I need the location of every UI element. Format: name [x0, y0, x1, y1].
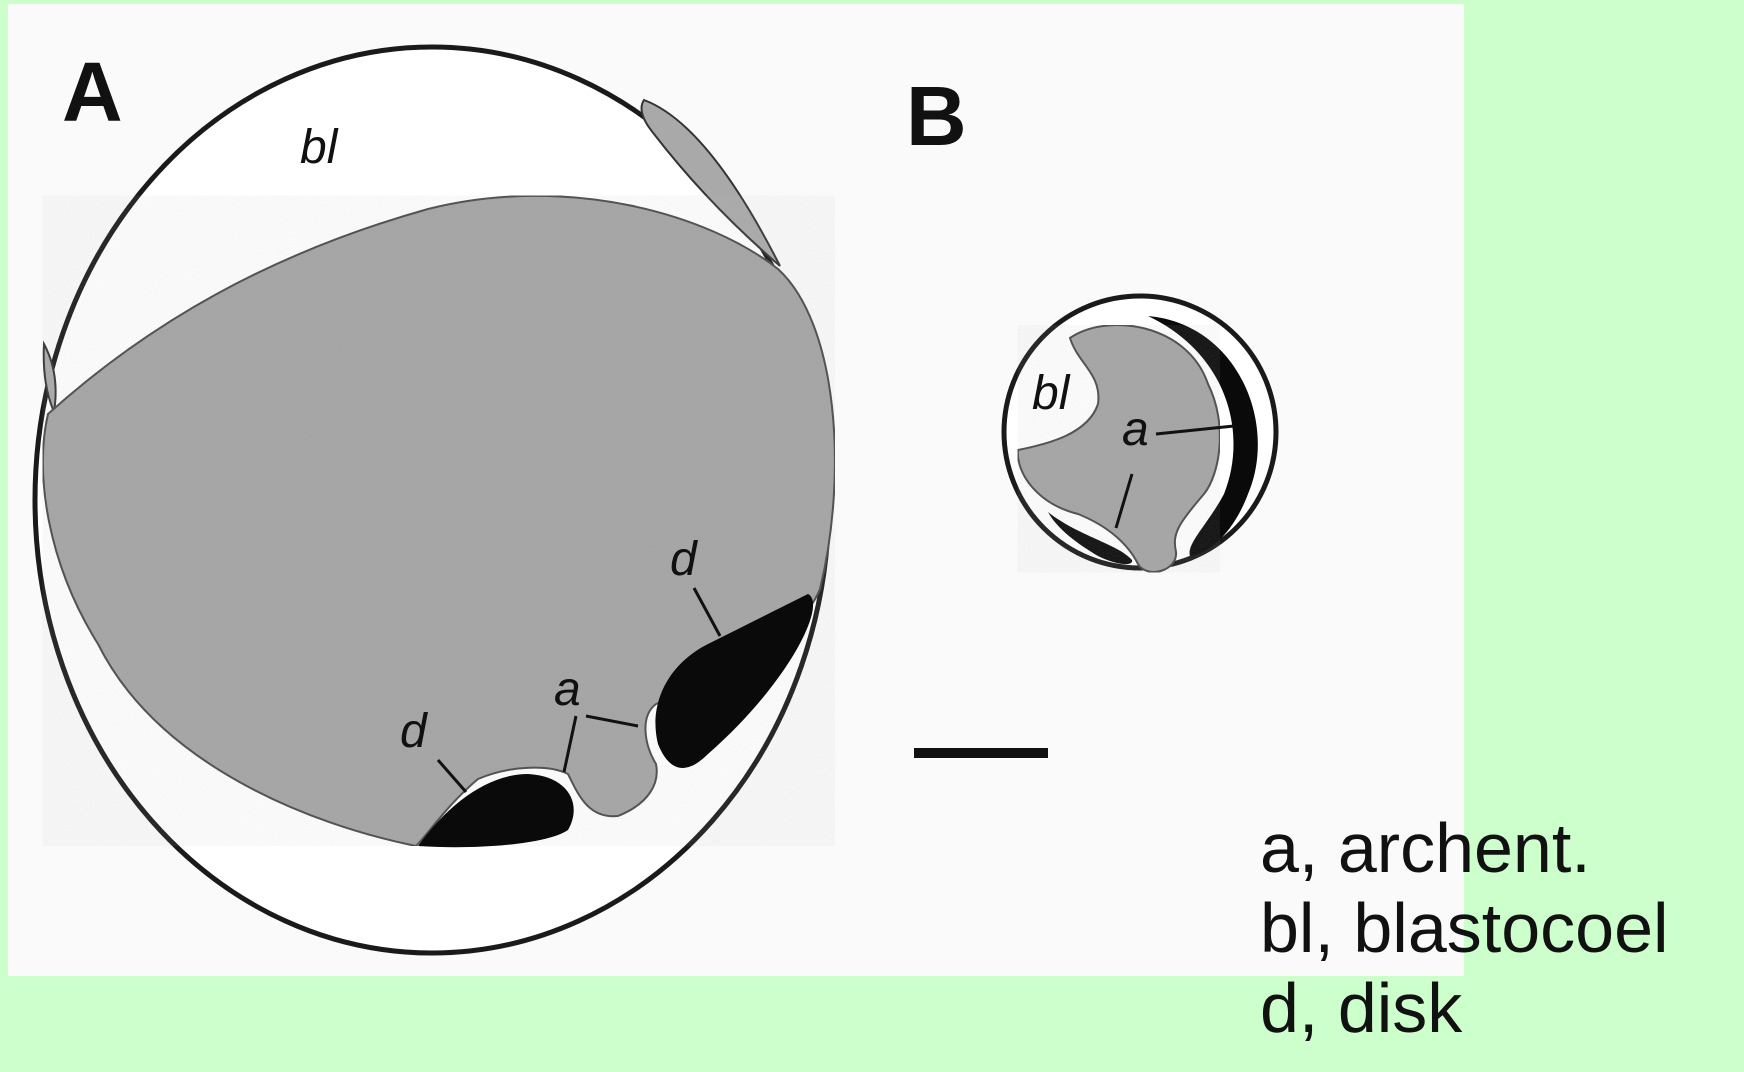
legend-entry-archenteron: a, archent.: [1260, 808, 1669, 888]
legend: a, archent. bl, blastocoel d, disk: [1260, 808, 1669, 1048]
panel-a-label: A: [62, 50, 123, 134]
embryo-b-archenteron-label: a: [1122, 406, 1149, 454]
embryo-drawings: [8, 4, 1464, 976]
legend-entry-disk: d, disk: [1260, 968, 1669, 1048]
embryo-a-disk-right-label: d: [670, 536, 697, 584]
legend-entry-blastocoel: bl, blastocoel: [1260, 888, 1669, 968]
embryo-a: [35, 47, 835, 953]
embryo-a-archenteron-label: a: [554, 666, 581, 714]
embryo-b-blastocoel-label: bl: [1032, 370, 1069, 418]
panel-b-label: B: [906, 74, 967, 158]
embryo-a-blastocoel-label: bl: [300, 124, 337, 172]
figure-panel: A B bl d a d bl a: [8, 4, 1464, 976]
scale-bar: [914, 748, 1048, 758]
embryo-a-disk-left-label: d: [400, 708, 427, 756]
